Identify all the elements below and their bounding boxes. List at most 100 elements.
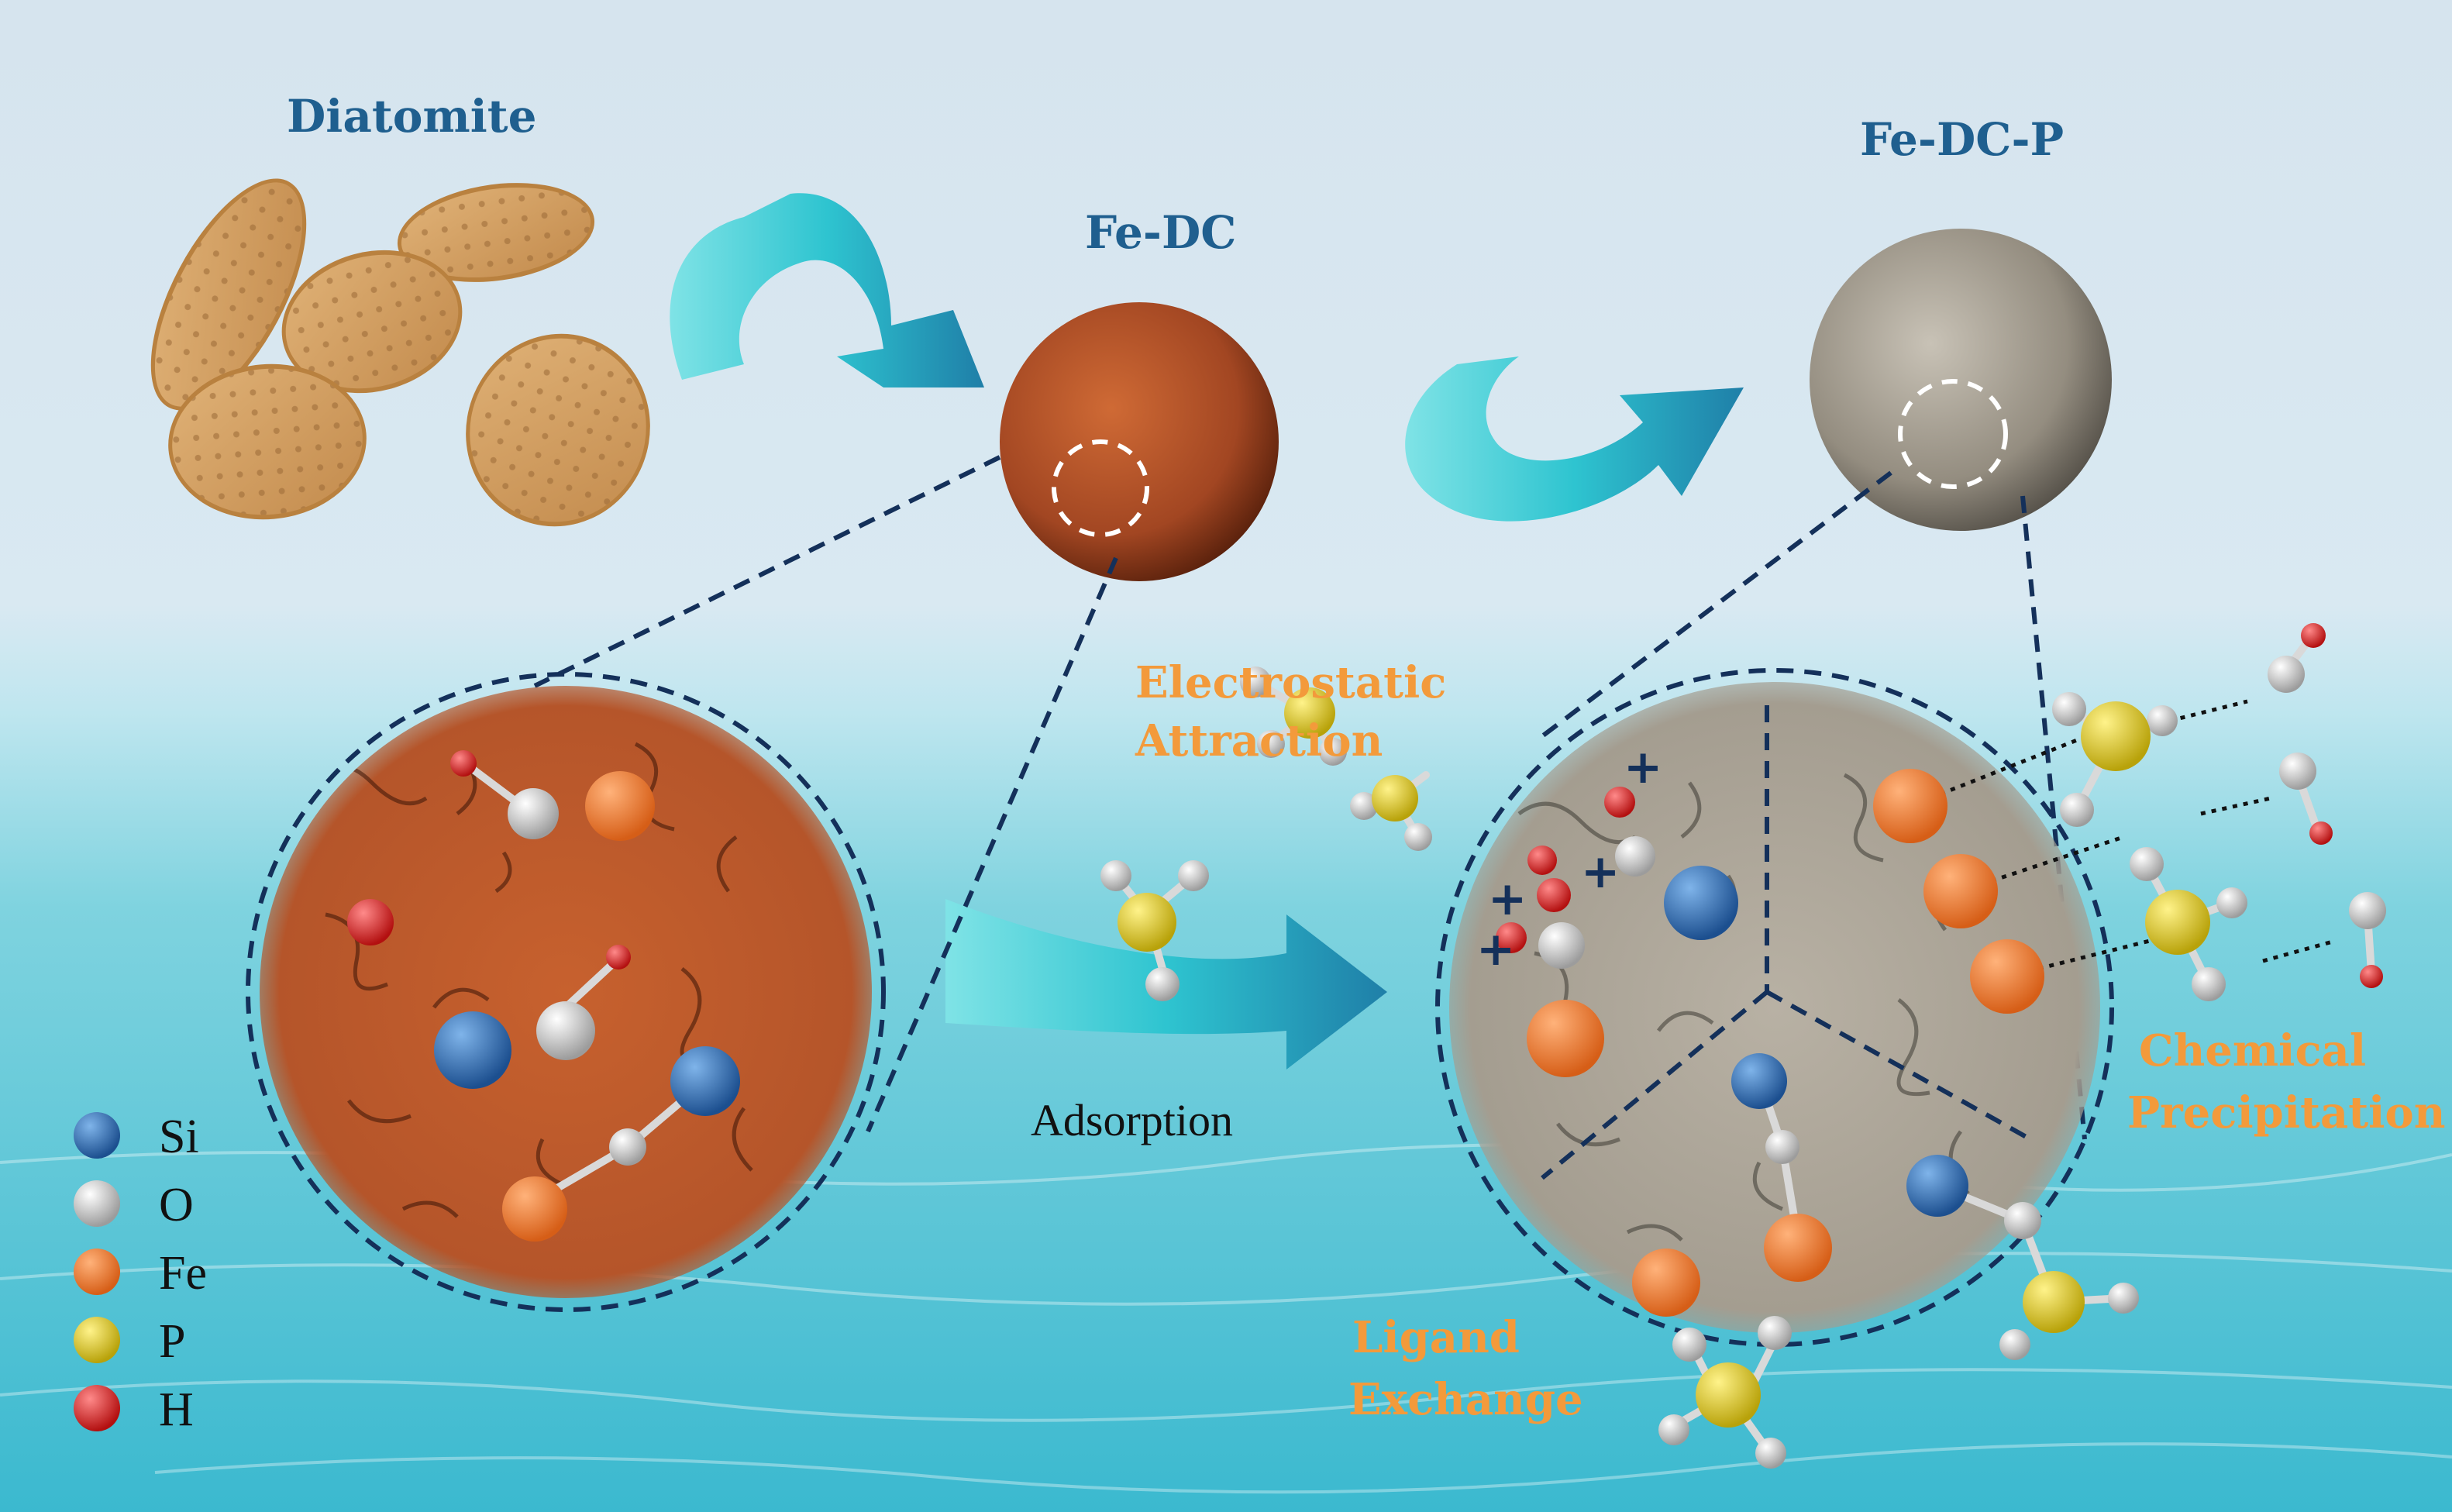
atom-o [1240,666,1271,697]
legend-swatch-o [74,1180,120,1227]
charge-plus: + [1624,740,1662,794]
atom-h [1604,787,1635,818]
fe-dc-focus-ring [1052,439,1149,537]
atom-o [2060,793,2094,827]
atom-h [2309,821,2333,845]
atom-h [347,899,394,945]
atom-h [1527,846,1557,875]
legend-label-o: O [159,1179,194,1231]
atom-o [1999,1329,2030,1360]
fe-dc-p-sphere [1810,229,2112,531]
label-ligand: Ligand [1352,1312,1520,1363]
fe-dc-p-focus-ring [1898,379,2008,489]
atom-o [1319,738,1347,766]
atom-o [536,1001,595,1060]
dotted-links [1910,699,2333,979]
diatomite-disk [281,250,463,394]
arrow-diatomite-to-fe-dc [670,193,984,387]
atom-h [2301,623,2326,648]
charge-plus: + [1476,922,1515,976]
atom-fe [1632,1249,1700,1317]
label-precipitation: Precipitation [2127,1087,2445,1138]
label-fe-dc: Fe-DC [1085,206,1236,259]
fe-dc-sphere [1000,302,1279,581]
atoms-right [1100,623,2386,1469]
atom-o [1100,860,1131,891]
atom-o [2268,656,2305,693]
atom-o [1755,1438,1786,1469]
legend-label-p: P [159,1315,185,1368]
atom-o [2004,1202,2041,1239]
legend-label-si: Si [159,1111,199,1163]
atom-fe [585,771,655,841]
atom-o [1658,1414,1689,1445]
label-exchange: Exchange [1348,1374,1583,1425]
atom-p [1372,775,1418,821]
atom-o [1615,836,1655,877]
atom-o [508,788,559,839]
legend-label-fe: Fe [159,1247,207,1300]
atom-p [1284,687,1335,739]
atom-p [1696,1362,1761,1428]
legend-label-h: H [159,1383,194,1436]
charge-plus: + [1488,872,1527,926]
atom-fe [1970,939,2044,1014]
legend-swatch-si [74,1112,120,1159]
atom-o [1765,1130,1799,1164]
label-attraction: Attraction [1135,715,1383,766]
atom-p [2081,701,2151,771]
legend-swatch-fe [74,1249,120,1295]
diatomite-disk [150,178,307,411]
atom-o [1178,860,1209,891]
atom-h [1537,878,1571,912]
atom-h [1496,922,1527,953]
atom-o [2279,753,2316,790]
diatomite-disk [168,363,367,520]
atom-p [1118,893,1176,952]
atom-o [1758,1316,1792,1350]
atom-fe [1527,1000,1604,1077]
atom-h [606,945,631,970]
fe-dc-zoom-circle [246,672,886,1312]
atom-si [1664,866,1738,940]
diatomite-disks [150,178,650,527]
atom-si [434,1011,511,1089]
label-adsorption: Adsorption [1031,1095,1233,1145]
atom-fe [1764,1214,1832,1282]
atoms-left [347,750,740,1242]
atom-o [2052,692,2086,726]
atom-o [1538,922,1585,969]
atom-o [2349,892,2386,929]
atom-si [1731,1053,1787,1109]
diatomite-disk [466,333,650,527]
legend-swatch-h [74,1385,120,1431]
label-chemical: Chemical [2139,1025,2366,1076]
atom-si [670,1046,740,1116]
atom-o [1145,967,1180,1001]
atom-o [1257,730,1285,758]
atom-o [2192,967,2226,1001]
atom-o [1672,1328,1706,1362]
charge-plus: + [1581,845,1620,899]
atom-fe [502,1176,567,1242]
atom-h [2360,965,2383,988]
atom-h [450,750,477,777]
arrow-fe-dc-to-fe-dc-p [1405,356,1744,522]
label-diatomite: Diatomite [287,90,536,143]
diatomite-disk [397,183,595,282]
charges: + + + + [1476,740,1662,976]
atom-o [2130,847,2164,881]
legend-swatch-p [74,1317,120,1363]
atom-o [2108,1283,2139,1314]
atom-o [2216,887,2247,918]
atom-si [1906,1155,1968,1217]
atom-o [2147,705,2178,736]
atom-fe [1873,769,1947,843]
atom-o [609,1128,646,1166]
atom-p [2023,1271,2085,1333]
label-fe-dc-p: Fe-DC-P [1860,113,2064,166]
atom-o [1350,792,1378,820]
